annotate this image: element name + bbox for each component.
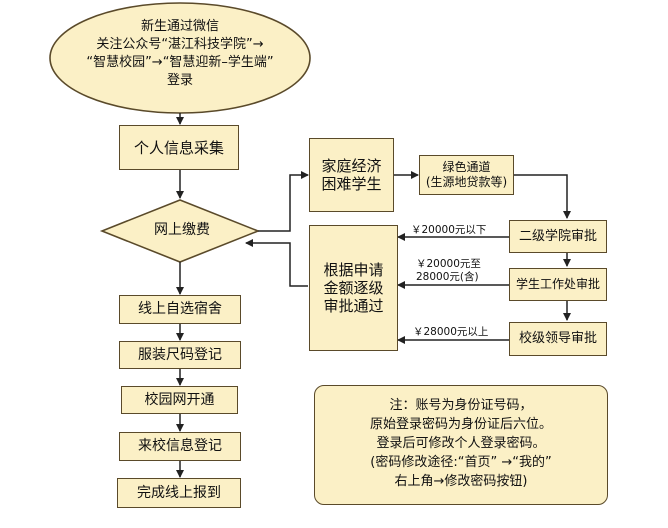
start-line: 登录 <box>166 73 193 88</box>
start-line: 关注公众号“湛江科技学院”→ <box>96 37 264 52</box>
step-label: 服装尺码登记 <box>138 346 222 363</box>
step-label: 个人信息采集 <box>133 138 224 157</box>
note-line: 原始登录密码为身份证后六位。 <box>369 417 552 432</box>
step-dorm-selection: 线上自选宿舍 <box>119 295 241 324</box>
box-line: 校级领导审批 <box>518 331 597 346</box>
amount-mid-label: ￥20000元至 <box>416 258 481 270</box>
box-college-approval: 二级学院审批 <box>509 220 607 253</box>
amount-above-label: ￥28000元以上 <box>413 326 489 338</box>
note-line: (密码修改途径:“首页” →“我的” <box>370 455 552 470</box>
start-line: “智慧校园”→“智慧迎新–学生端” <box>86 55 274 70</box>
step-label: 网上缴费 <box>154 222 210 238</box>
box-line: 二级学院审批 <box>518 228 597 244</box>
box-student-affairs-approval: 学生工作处审批 <box>509 268 607 301</box>
box-line: (生源地贷款等) <box>425 175 508 189</box>
step-clothing-size: 服装尺码登记 <box>119 341 241 369</box>
start-text: 新生通过微信 关注公众号“湛江科技学院”→ “智慧校园”→“智慧迎新–学生端” … <box>50 18 310 90</box>
step-label: 完成线上报到 <box>137 484 221 501</box>
step-finish-registration: 完成线上报到 <box>117 478 241 508</box>
step-label: 校园网开通 <box>144 391 215 408</box>
box-approval-by-amount: 根据申请 金额逐级 审批通过 <box>309 225 398 351</box>
amount-mid-label: 28000元(含) <box>416 271 479 283</box>
box-line: 困难学生 <box>321 175 382 193</box>
step-online-payment: 网上缴费 <box>117 222 247 239</box>
box-line: 审批通过 <box>323 297 384 315</box>
box-poor-students: 家庭经济 困难学生 <box>309 138 394 212</box>
arrow-approve-to-pay <box>245 239 308 287</box>
note-line: 注：账号为身份证号码， <box>389 398 533 413</box>
box-line: 金额逐级 <box>323 279 384 297</box>
start-line: 新生通过微信 <box>140 19 219 34</box>
note-line: 登录后可修改个人登录密码。 <box>376 436 546 451</box>
step-campus-network: 校园网开通 <box>121 386 238 414</box>
box-line: 学生工作处审批 <box>515 277 600 291</box>
step-label: 线上自选宿舍 <box>138 301 222 317</box>
amount-below-label: ￥20000元以下 <box>411 224 487 236</box>
box-line: 家庭经济 <box>321 157 382 175</box>
box-green-channel: 绿色通道 (生源地贷款等) <box>419 155 514 195</box>
step-arrival-info: 来校信息登记 <box>119 432 241 461</box>
box-line: 根据申请 <box>323 261 384 279</box>
arrow-pay-to-poor <box>258 171 309 232</box>
step-label: 来校信息登记 <box>138 438 222 454</box>
note-line: 右上角→修改密码按钮) <box>394 474 528 489</box>
arrow-green-to-college <box>514 174 571 219</box>
box-leader-approval: 校级领导审批 <box>509 322 607 356</box>
step-info-collection: 个人信息采集 <box>119 125 239 170</box>
account-note: 注：账号为身份证号码， 原始登录密码为身份证后六位。 登录后可修改个人登录密码。… <box>314 385 608 505</box>
box-line: 绿色通道 <box>442 160 491 174</box>
